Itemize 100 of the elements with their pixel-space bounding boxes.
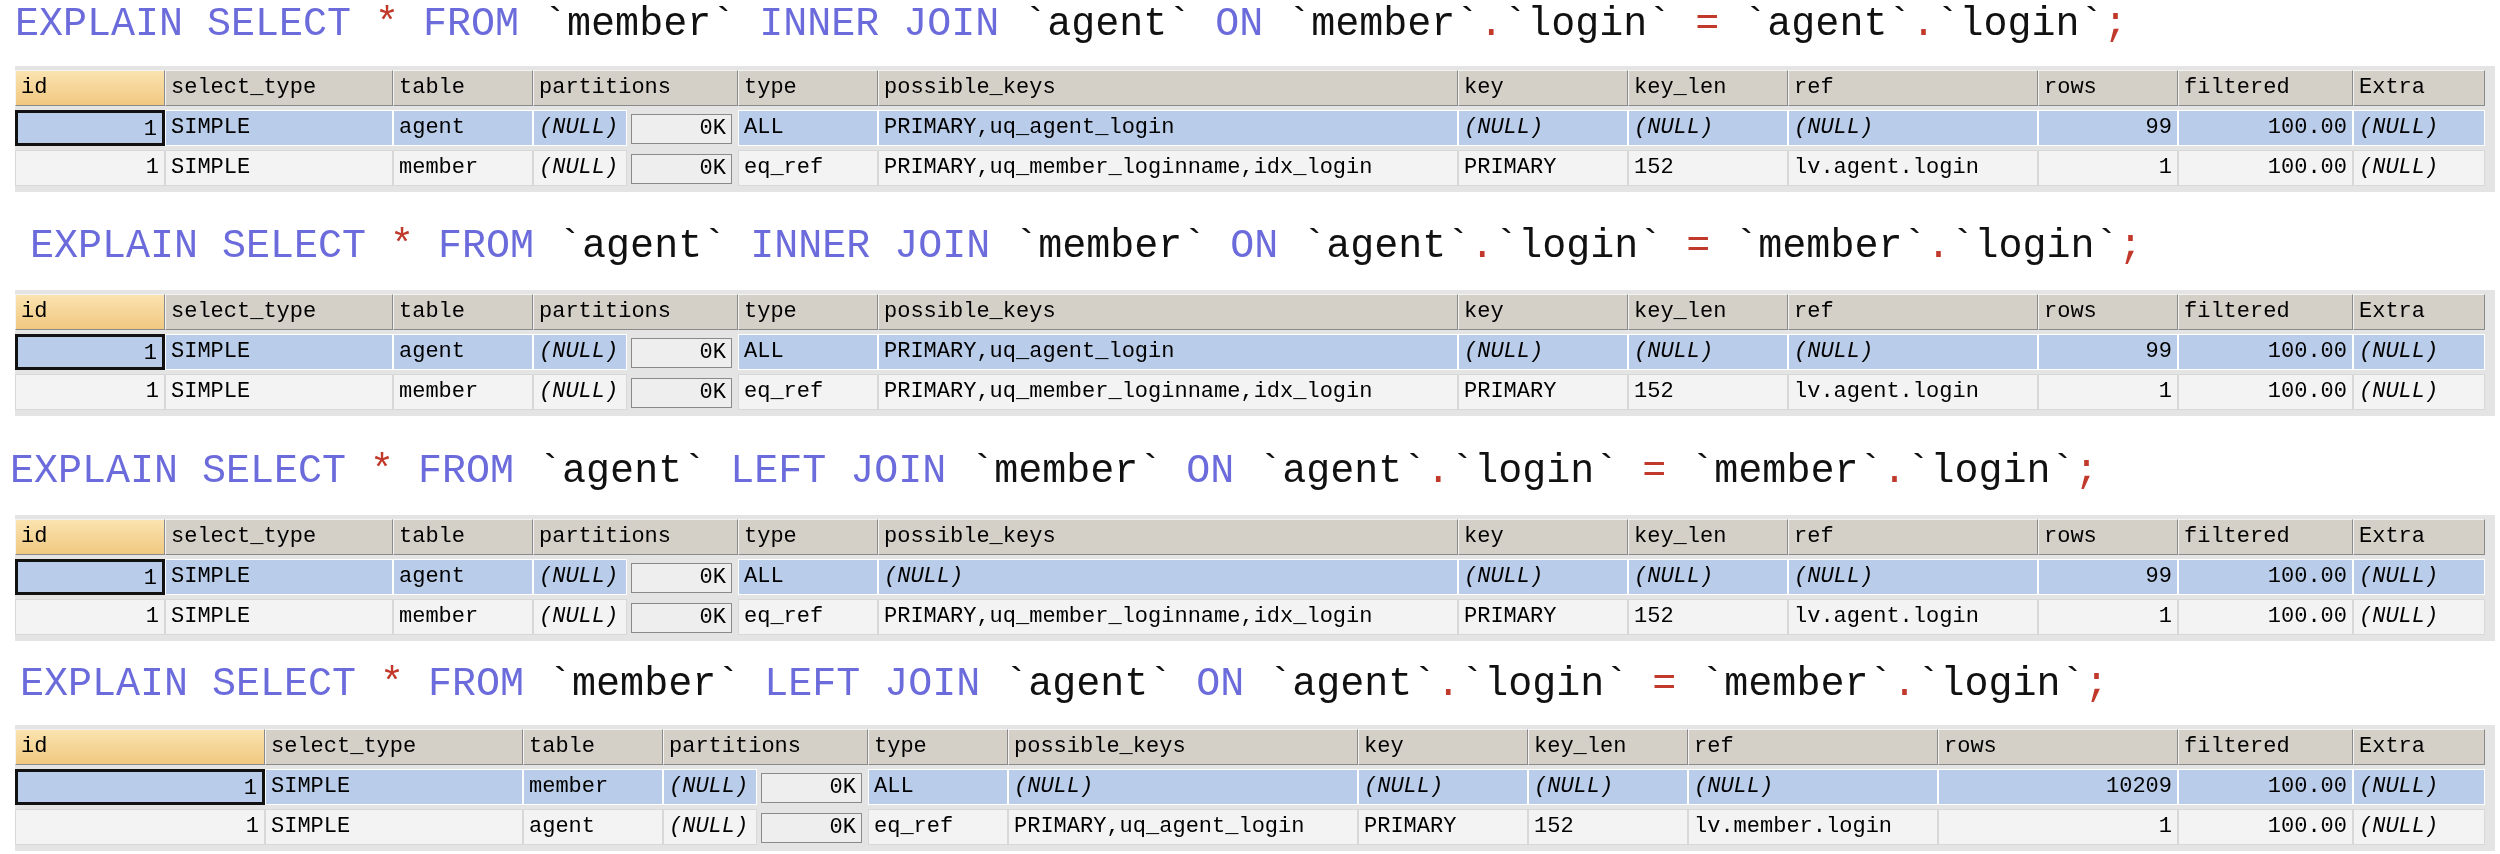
- column-header: key_len: [1628, 519, 1788, 555]
- table-cell: 1: [15, 599, 165, 635]
- column-header: possible_keys: [878, 70, 1458, 106]
- table-cell: (NULL): [2353, 769, 2485, 805]
- table-cell: member: [523, 769, 663, 805]
- column-header: partitions: [533, 519, 738, 555]
- table-cell: 1: [15, 769, 265, 805]
- table-cell: PRIMARY,uq_member_loginname,idx_login: [878, 599, 1458, 635]
- table-cell: (NULL): [1788, 110, 2038, 146]
- table-cell: 152: [1628, 374, 1788, 410]
- table-cell: 99: [2038, 559, 2178, 595]
- column-header: id: [15, 519, 165, 555]
- blob-size-field: 0K: [631, 603, 732, 633]
- table-cell: 99: [2038, 334, 2178, 370]
- sql-query: EXPLAIN SELECT * FROM `agent` INNER JOIN `member` ON `agent`.`login` = `member`.`login`;: [30, 223, 2143, 271]
- column-header: table: [393, 519, 533, 555]
- table-cell: 152: [1628, 599, 1788, 635]
- table-cell: (NULL): [2353, 110, 2485, 146]
- column-header: type: [868, 729, 1008, 765]
- table-cell: (NULL): [1628, 334, 1788, 370]
- sql-query: EXPLAIN SELECT * FROM `member` INNER JOIN `agent` ON `member`.`login` = `agent`.`login`;: [15, 1, 2128, 49]
- table-cell: SIMPLE: [165, 559, 393, 595]
- column-header: ref: [1788, 70, 2038, 106]
- column-header: Extra: [2353, 729, 2485, 765]
- table-cell: agent: [393, 334, 533, 370]
- column-header: filtered: [2178, 294, 2353, 330]
- table-cell: SIMPLE: [165, 599, 393, 635]
- column-header: rows: [1938, 729, 2178, 765]
- column-header: id: [15, 729, 265, 765]
- table-cell: SIMPLE: [165, 374, 393, 410]
- column-header: ref: [1788, 519, 2038, 555]
- table-cell: eq_ref: [738, 599, 878, 635]
- table-cell: (NULL): [663, 769, 757, 805]
- table-cell: ALL: [738, 559, 878, 595]
- column-header: select_type: [165, 519, 393, 555]
- table-cell: 100.00: [2178, 559, 2353, 595]
- table-cell: lv.agent.login: [1788, 374, 2038, 410]
- column-header: id: [15, 294, 165, 330]
- column-header: partitions: [663, 729, 868, 765]
- table-cell: 100.00: [2178, 809, 2353, 845]
- table-cell: (NULL): [2353, 374, 2485, 410]
- table-cell: PRIMARY: [1458, 374, 1628, 410]
- table-cell: lv.member.login: [1688, 809, 1938, 845]
- column-header: rows: [2038, 294, 2178, 330]
- column-header: id: [15, 70, 165, 106]
- table-cell: (NULL): [533, 599, 627, 635]
- table-cell: PRIMARY,uq_agent_login: [878, 110, 1458, 146]
- table-cell: PRIMARY: [1458, 150, 1628, 186]
- table-cell: 1: [15, 559, 165, 595]
- table-cell: lv.agent.login: [1788, 150, 2038, 186]
- table-cell: PRIMARY,uq_member_loginname,idx_login: [878, 150, 1458, 186]
- table-cell: (NULL): [1628, 110, 1788, 146]
- table-cell: SIMPLE: [265, 769, 523, 805]
- table-cell: 1: [15, 110, 165, 146]
- table-cell: 1: [15, 150, 165, 186]
- table-cell: agent: [393, 559, 533, 595]
- table-cell: 152: [1628, 150, 1788, 186]
- table-cell: (NULL): [1008, 769, 1358, 805]
- column-header: ref: [1688, 729, 1938, 765]
- table-cell: (NULL): [533, 374, 627, 410]
- table-cell: (NULL): [1628, 559, 1788, 595]
- column-header: table: [523, 729, 663, 765]
- column-header: partitions: [533, 70, 738, 106]
- table-cell: 10209: [1938, 769, 2178, 805]
- table-cell: ALL: [738, 110, 878, 146]
- table-cell: PRIMARY,uq_agent_login: [1008, 809, 1358, 845]
- table-cell: PRIMARY,uq_member_loginname,idx_login: [878, 374, 1458, 410]
- column-header: key: [1458, 519, 1628, 555]
- column-header: type: [738, 519, 878, 555]
- column-header: rows: [2038, 70, 2178, 106]
- table-cell: 100.00: [2178, 374, 2353, 410]
- table-cell: (NULL): [1458, 559, 1628, 595]
- table-cell: PRIMARY,uq_agent_login: [878, 334, 1458, 370]
- column-header: possible_keys: [878, 294, 1458, 330]
- blob-size-field: 0K: [761, 813, 862, 843]
- blob-size-field: 0K: [631, 114, 732, 144]
- column-header: key: [1458, 70, 1628, 106]
- column-header: type: [738, 70, 878, 106]
- column-header: filtered: [2178, 729, 2353, 765]
- table-cell: 1: [2038, 150, 2178, 186]
- column-header: filtered: [2178, 519, 2353, 555]
- table-cell: ALL: [738, 334, 878, 370]
- table-cell: member: [393, 150, 533, 186]
- table-cell: 100.00: [2178, 334, 2353, 370]
- table-cell: (NULL): [2353, 334, 2485, 370]
- table-cell: (NULL): [1788, 559, 2038, 595]
- column-header: Extra: [2353, 294, 2485, 330]
- table-cell: 1: [2038, 599, 2178, 635]
- table-cell: PRIMARY: [1458, 599, 1628, 635]
- table-cell: eq_ref: [738, 374, 878, 410]
- column-header: Extra: [2353, 519, 2485, 555]
- table-cell: 1: [15, 374, 165, 410]
- table-cell: 1: [1938, 809, 2178, 845]
- table-cell: agent: [523, 809, 663, 845]
- column-header: Extra: [2353, 70, 2485, 106]
- table-cell: (NULL): [1528, 769, 1688, 805]
- table-cell: (NULL): [878, 559, 1458, 595]
- column-header: key_len: [1628, 294, 1788, 330]
- table-cell: member: [393, 374, 533, 410]
- table-cell: member: [393, 599, 533, 635]
